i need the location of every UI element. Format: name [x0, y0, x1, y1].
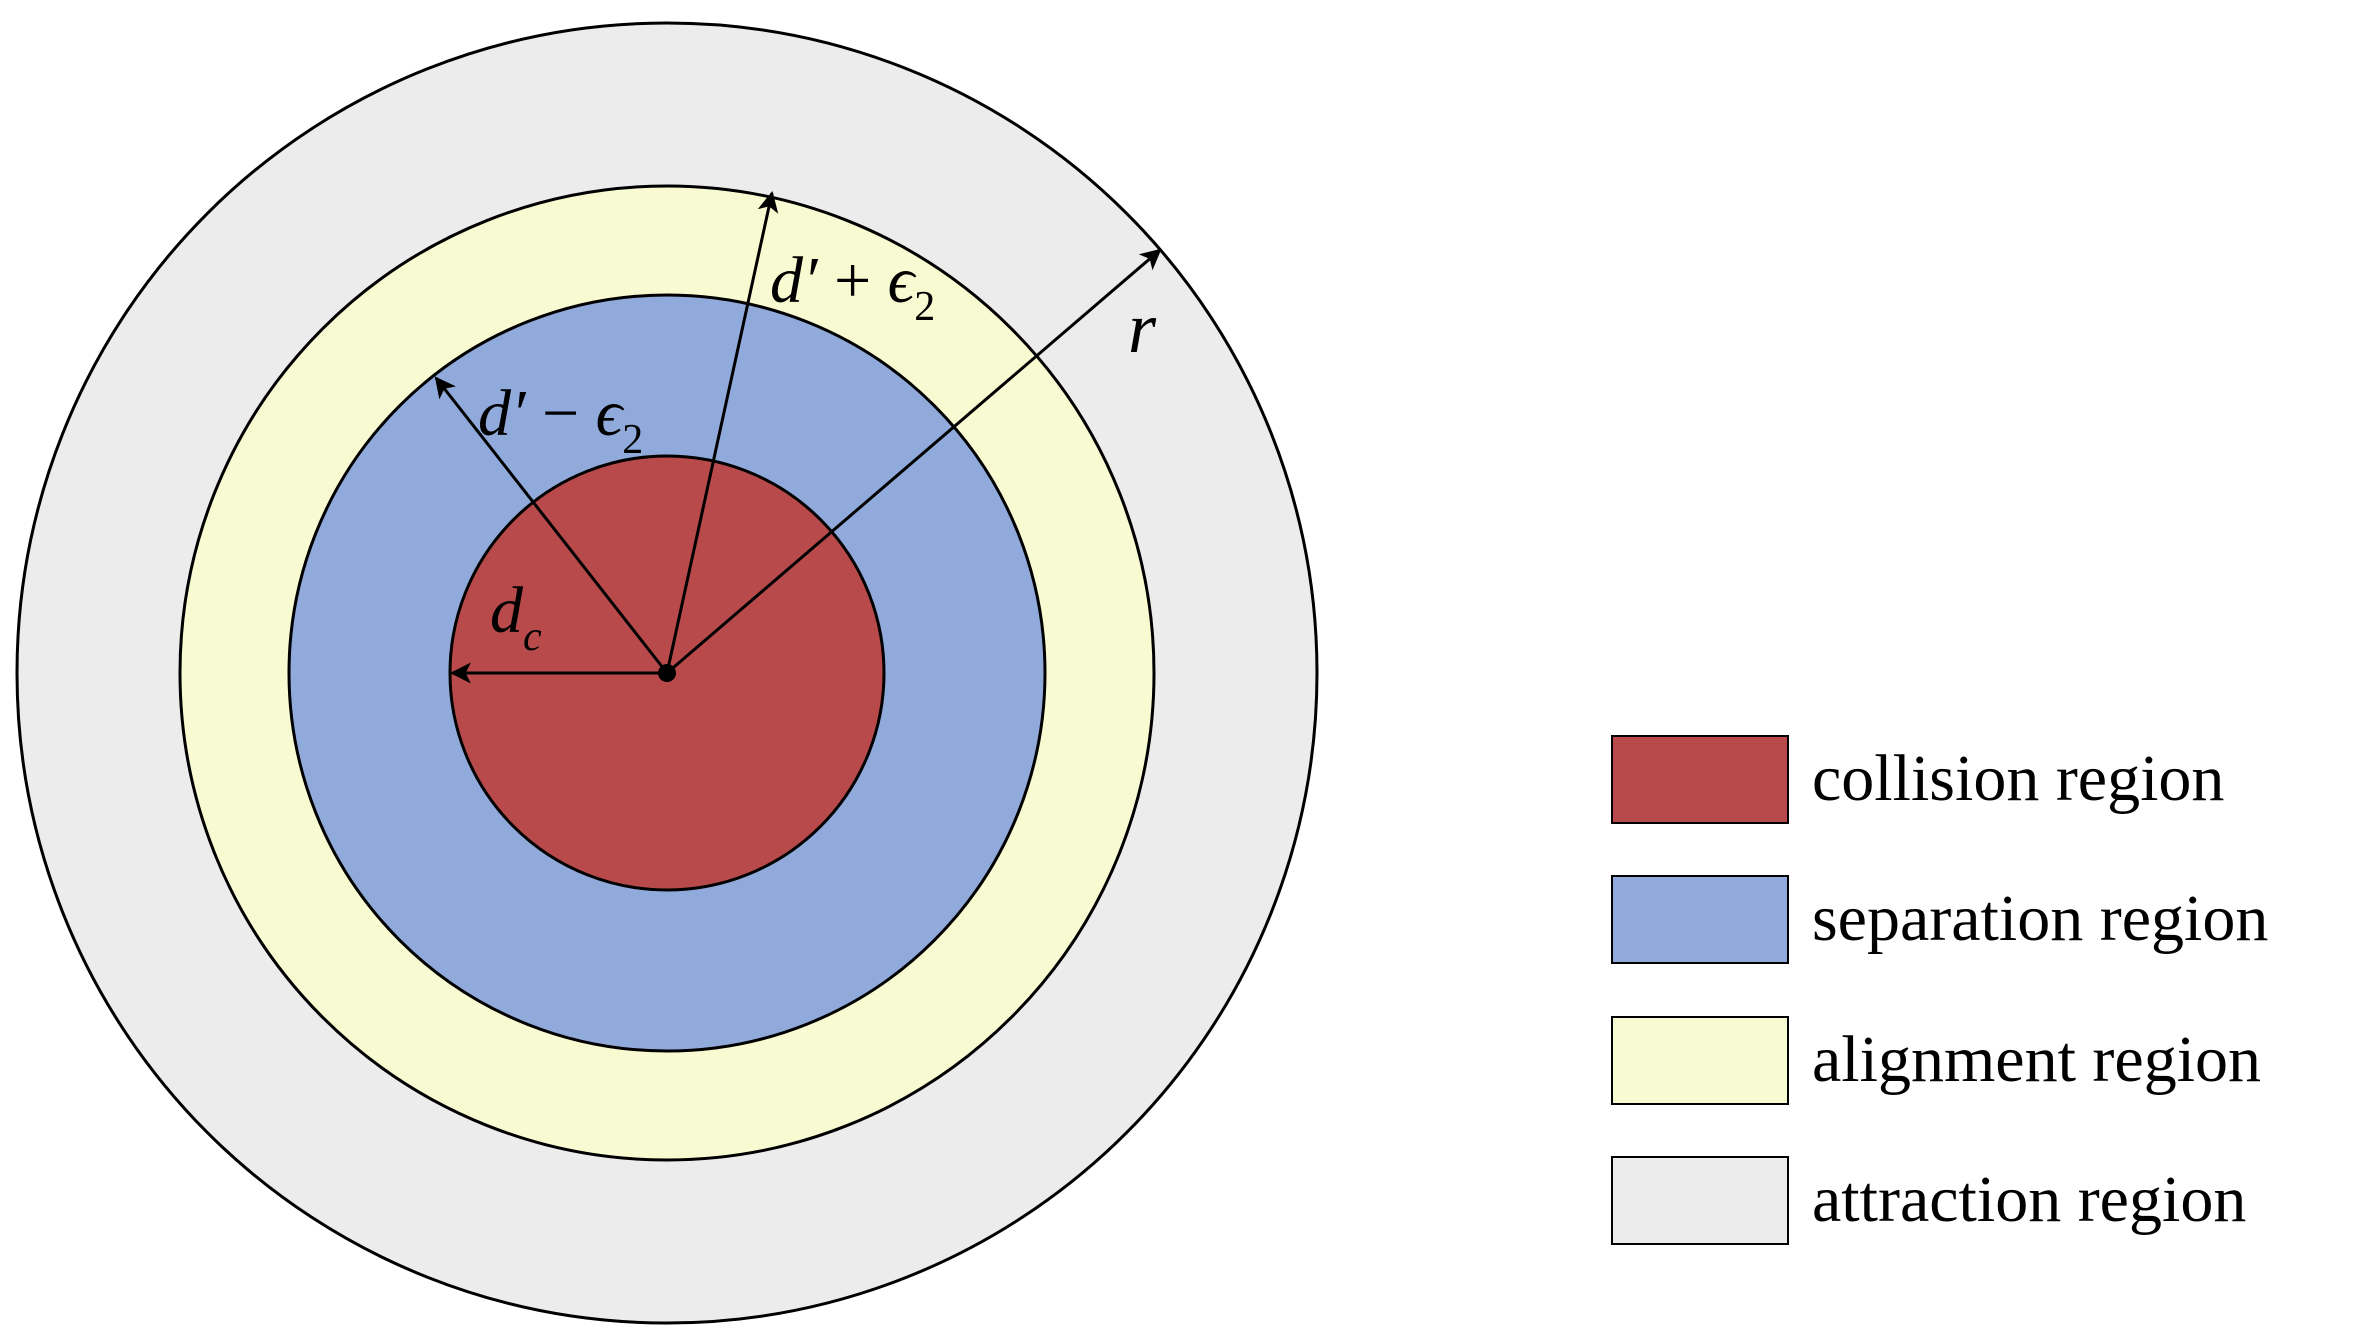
legend-item-collision: collision region — [1611, 735, 2224, 824]
legend: collision region separation region align… — [1611, 735, 2268, 1245]
r-label: r — [1128, 288, 1157, 368]
d-plus-epsilon-main: d′ — [770, 244, 819, 317]
d-minus-epsilon-label: d′ − ϵ2 — [478, 377, 643, 463]
d-plus-epsilon-radius-arrow — [665, 190, 779, 674]
d-minus-epsilon-sub: 2 — [622, 417, 643, 463]
d-minus-epsilon-radius-arrow — [434, 376, 669, 674]
legend-label-alignment: alignment region — [1812, 1023, 2261, 1096]
d-plus-epsilon-operator: + — [817, 244, 887, 317]
legend-swatch-collision — [1611, 735, 1789, 824]
legend-swatch-separation — [1611, 875, 1789, 964]
dc-label-main: d — [490, 574, 524, 647]
center-point — [658, 664, 676, 682]
legend-item-separation: separation region — [1611, 875, 2268, 964]
dc-label-sub: c — [523, 614, 542, 660]
legend-label-separation: separation region — [1812, 882, 2268, 955]
d-plus-epsilon-symbol: ϵ — [888, 244, 917, 317]
d-minus-epsilon-main: d′ — [478, 377, 527, 450]
legend-swatch-alignment — [1611, 1016, 1789, 1105]
legend-label-collision: collision region — [1812, 742, 2224, 815]
r-radius-arrow — [666, 248, 1162, 675]
dc-label: dc — [490, 574, 542, 660]
legend-item-alignment: alignment region — [1611, 1016, 2261, 1105]
d-minus-epsilon-operator: − — [525, 377, 595, 450]
legend-item-attraction: attraction region — [1611, 1156, 2246, 1245]
d-minus-epsilon-symbol: ϵ — [596, 377, 625, 450]
legend-label-attraction: attraction region — [1812, 1163, 2246, 1236]
d-plus-epsilon-label: d′ + ϵ2 — [770, 244, 935, 330]
legend-swatch-attraction — [1611, 1156, 1789, 1245]
d-plus-epsilon-sub: 2 — [914, 284, 935, 330]
